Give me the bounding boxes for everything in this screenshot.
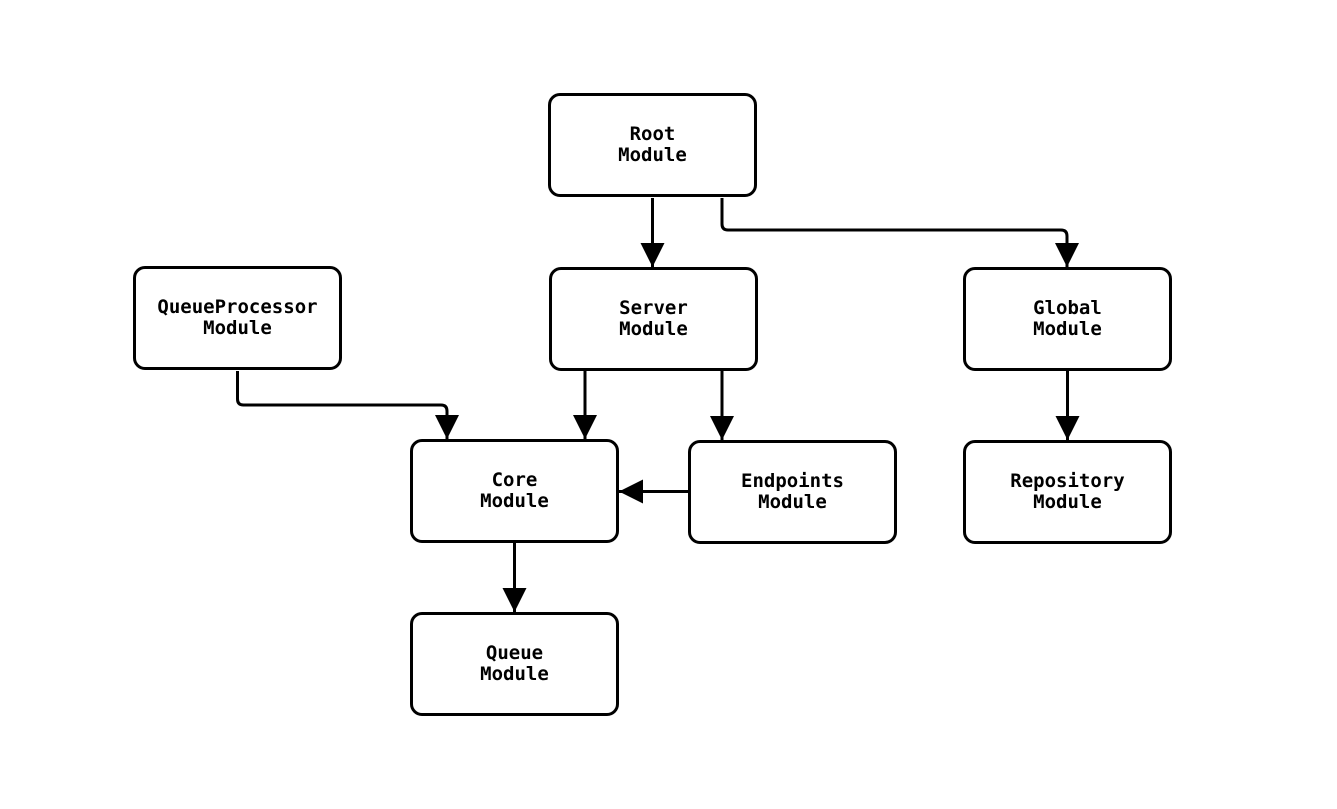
node-repository-module: Repository Module	[963, 440, 1172, 544]
node-endpoints-module: Endpoints Module	[688, 440, 897, 544]
node-repository-module-label: Repository Module	[1010, 470, 1125, 513]
node-endpoints-module-label: Endpoints Module	[741, 470, 844, 513]
node-core-module: Core Module	[410, 439, 619, 543]
edge-queueprocessor-core	[236, 371, 459, 439]
node-global-module-label: Global Module	[1033, 297, 1102, 340]
node-queueprocessor-module: QueueProcessor Module	[133, 266, 342, 370]
node-root-module: Root Module	[548, 93, 757, 197]
node-global-module: Global Module	[963, 267, 1172, 371]
node-queue-module: Queue Module	[410, 612, 619, 716]
node-server-module: Server Module	[549, 267, 758, 371]
node-core-module-label: Core Module	[480, 469, 549, 512]
edge-root-global	[720, 198, 1079, 267]
node-queue-module-label: Queue Module	[480, 642, 549, 685]
node-server-module-label: Server Module	[619, 297, 688, 340]
node-queueprocessor-module-label: QueueProcessor Module	[157, 296, 318, 339]
node-root-module-label: Root Module	[618, 123, 687, 166]
